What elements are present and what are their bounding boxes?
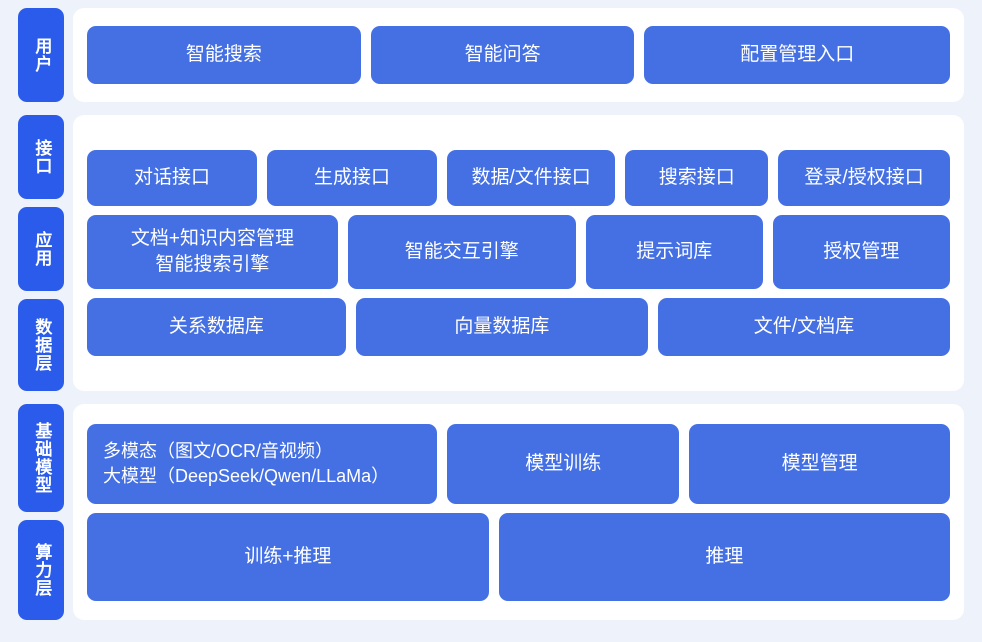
cell-smart-interaction-engine[interactable]: 智能交互引擎 bbox=[347, 215, 576, 289]
side-tab-foundation-model[interactable]: 基础模型 bbox=[18, 404, 64, 512]
tab-column-base: 基础模型 算力层 bbox=[18, 404, 64, 620]
side-tab-user[interactable]: 用户 bbox=[18, 8, 64, 102]
cell-dialog-api[interactable]: 对话接口 bbox=[87, 150, 258, 206]
panel-core: 对话接口 生成接口 数据/文件接口 搜索接口 登录/授权接口 文档+知识内容管理… bbox=[73, 115, 964, 391]
cell-inference[interactable]: 推理 bbox=[498, 512, 950, 601]
panel-user: 智能搜索 智能问答 配置管理入口 bbox=[73, 8, 964, 102]
cell-multimodal-large-model[interactable]: 多模态（图文/OCR/音视频） 大模型（DeepSeek/Qwen/LLaMa） bbox=[87, 423, 438, 504]
row-user: 智能搜索 智能问答 配置管理入口 bbox=[87, 26, 950, 84]
row-data: 关系数据库 向量数据库 文件/文档库 bbox=[87, 298, 950, 356]
row-application: 文档+知识内容管理 智能搜索引擎 智能交互引擎 提示词库 授权管理 bbox=[87, 215, 951, 289]
row-interface: 对话接口 生成接口 数据/文件接口 搜索接口 登录/授权接口 bbox=[87, 150, 950, 206]
cell-file-document-store[interactable]: 文件/文档库 bbox=[657, 298, 950, 356]
section-base: 基础模型 算力层 多模态（图文/OCR/音视频） 大模型（DeepSeek/Qw… bbox=[18, 404, 964, 620]
cell-prompt-library[interactable]: 提示词库 bbox=[585, 215, 763, 289]
cell-model-management[interactable]: 模型管理 bbox=[689, 423, 950, 504]
section-user: 用户 智能搜索 智能问答 配置管理入口 bbox=[18, 8, 964, 102]
tab-column-core: 接口 应用 数据层 bbox=[18, 115, 64, 391]
tab-column-user: 用户 bbox=[18, 8, 64, 102]
cell-config-management-entry[interactable]: 配置管理入口 bbox=[644, 26, 950, 84]
row-compute: 训练+推理 推理 bbox=[87, 512, 950, 601]
cell-smart-qa[interactable]: 智能问答 bbox=[370, 26, 635, 84]
cell-login-auth-api[interactable]: 登录/授权接口 bbox=[778, 150, 950, 206]
side-tab-interface[interactable]: 接口 bbox=[18, 115, 64, 199]
section-core: 接口 应用 数据层 对话接口 生成接口 数据/文件接口 搜索接口 登录/授权接口… bbox=[18, 115, 964, 391]
cell-vector-database[interactable]: 向量数据库 bbox=[355, 298, 648, 356]
side-tab-compute-layer[interactable]: 算力层 bbox=[18, 520, 64, 620]
side-tab-data-layer[interactable]: 数据层 bbox=[18, 299, 64, 391]
cell-document-knowledge-management[interactable]: 文档+知识内容管理 智能搜索引擎 bbox=[87, 215, 338, 289]
panel-base: 多模态（图文/OCR/音视频） 大模型（DeepSeek/Qwen/LLaMa）… bbox=[73, 404, 964, 620]
side-tab-application[interactable]: 应用 bbox=[18, 207, 64, 291]
cell-smart-search[interactable]: 智能搜索 bbox=[87, 26, 361, 84]
cell-training-plus-inference[interactable]: 训练+推理 bbox=[87, 512, 489, 601]
cell-search-api[interactable]: 搜索接口 bbox=[625, 150, 769, 206]
cell-authorization-management[interactable]: 授权管理 bbox=[772, 215, 951, 289]
row-foundation-model: 多模态（图文/OCR/音视频） 大模型（DeepSeek/Qwen/LLaMa）… bbox=[87, 423, 950, 504]
cell-model-training[interactable]: 模型训练 bbox=[447, 423, 680, 504]
cell-relational-database[interactable]: 关系数据库 bbox=[87, 298, 346, 356]
cell-generation-api[interactable]: 生成接口 bbox=[267, 150, 438, 206]
cell-data-file-api[interactable]: 数据/文件接口 bbox=[447, 150, 616, 206]
